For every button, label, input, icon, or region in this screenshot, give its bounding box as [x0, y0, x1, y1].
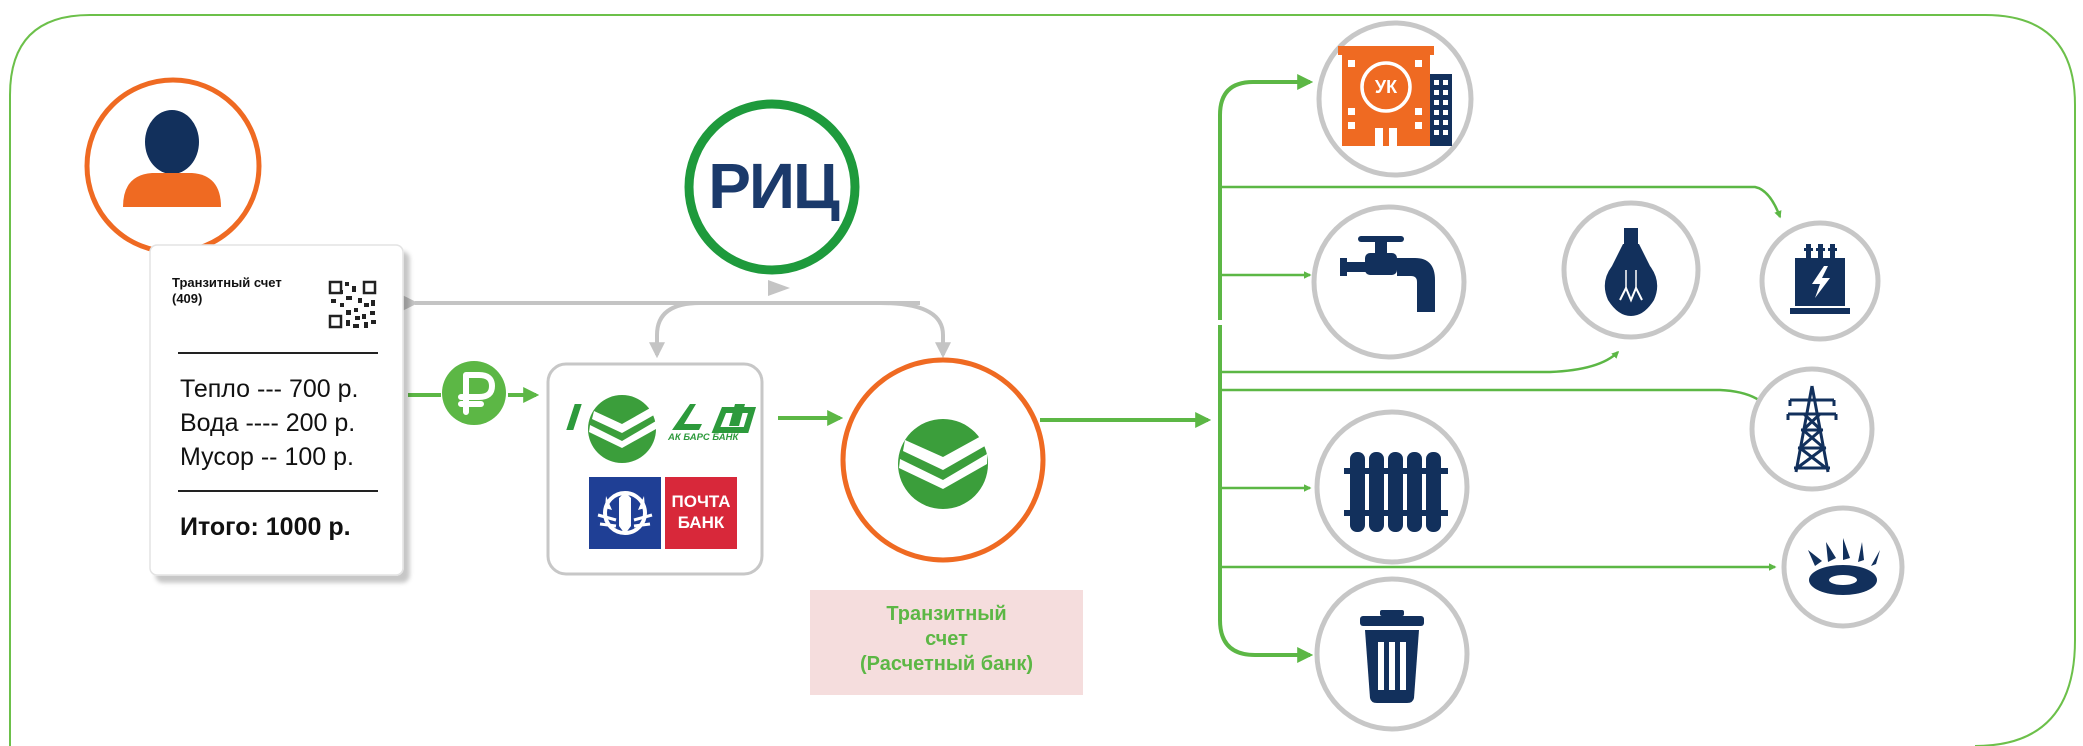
russian-post-eagle-icon — [589, 477, 661, 549]
power-tower-node — [1749, 366, 1875, 492]
rits-circle — [684, 99, 860, 275]
outer-frame — [9, 14, 2076, 746]
distribution-arrows — [1218, 74, 1782, 663]
gas-node — [1781, 505, 1905, 629]
receipt-lines: Тепло --- 700 р. Вода ---- 200 р. Мусор … — [180, 372, 390, 474]
transit-account-label: Транзитный счет (Расчетный банк) — [860, 603, 1033, 675]
receipt-line-water: Вода ---- 200 р. — [180, 409, 356, 437]
transformer-node — [1759, 220, 1881, 342]
pochta-bank-logo — [665, 477, 737, 549]
water-tap-icon — [1340, 236, 1435, 312]
garbage-node — [1314, 576, 1470, 732]
user-icon — [123, 110, 221, 207]
uk-building-node — [1316, 20, 1474, 178]
gas-burner-icon — [1808, 538, 1880, 595]
rits-label: РИЦ — [708, 150, 839, 222]
rits-connectors — [402, 295, 951, 359]
pochta-bank-line2: БАНК — [677, 513, 725, 532]
heating-node — [1314, 409, 1470, 565]
payer-person — [84, 77, 262, 255]
receipt-line-garbage: Мусор -- 100 р. — [180, 443, 354, 471]
building-uk-icon — [1338, 46, 1452, 146]
sberbank-logo-icon — [898, 419, 988, 509]
partner-banks-card — [546, 362, 764, 576]
trash-bin-icon — [1360, 610, 1424, 703]
transit-label-box — [810, 590, 1083, 695]
water-node — [1311, 204, 1467, 360]
rits-down-arrow — [768, 280, 790, 296]
receipt-header: Транзитный счет (409) — [172, 275, 282, 306]
receipt-line-heat: Тепло --- 700 р. — [180, 375, 359, 403]
pochta-bank-line1: ПОЧТА — [671, 492, 731, 511]
receipt-total: Итого: 1000 р. — [180, 513, 351, 541]
receipt-card — [149, 244, 404, 576]
electricity-bulb-node — [1561, 200, 1701, 340]
ruble-coin-icon — [442, 361, 506, 425]
qr-code-icon — [328, 280, 377, 329]
power-tower-icon — [1786, 385, 1838, 473]
payment-flow-arrows — [408, 387, 1212, 428]
radiator-icon — [1344, 452, 1448, 532]
sberbank-logo-icon — [588, 395, 656, 463]
transformer-icon — [1790, 244, 1850, 314]
light-bulb-icon — [1604, 228, 1658, 316]
pochta-bank-label: ПОЧТА БАНК — [665, 491, 737, 533]
ak-bars-bank-name: АК БАРС БАНК — [668, 432, 739, 443]
transit-bank-circle — [840, 357, 1046, 563]
uk-label: УК — [1374, 77, 1398, 97]
ak-bars-logo-icon — [566, 404, 757, 433]
